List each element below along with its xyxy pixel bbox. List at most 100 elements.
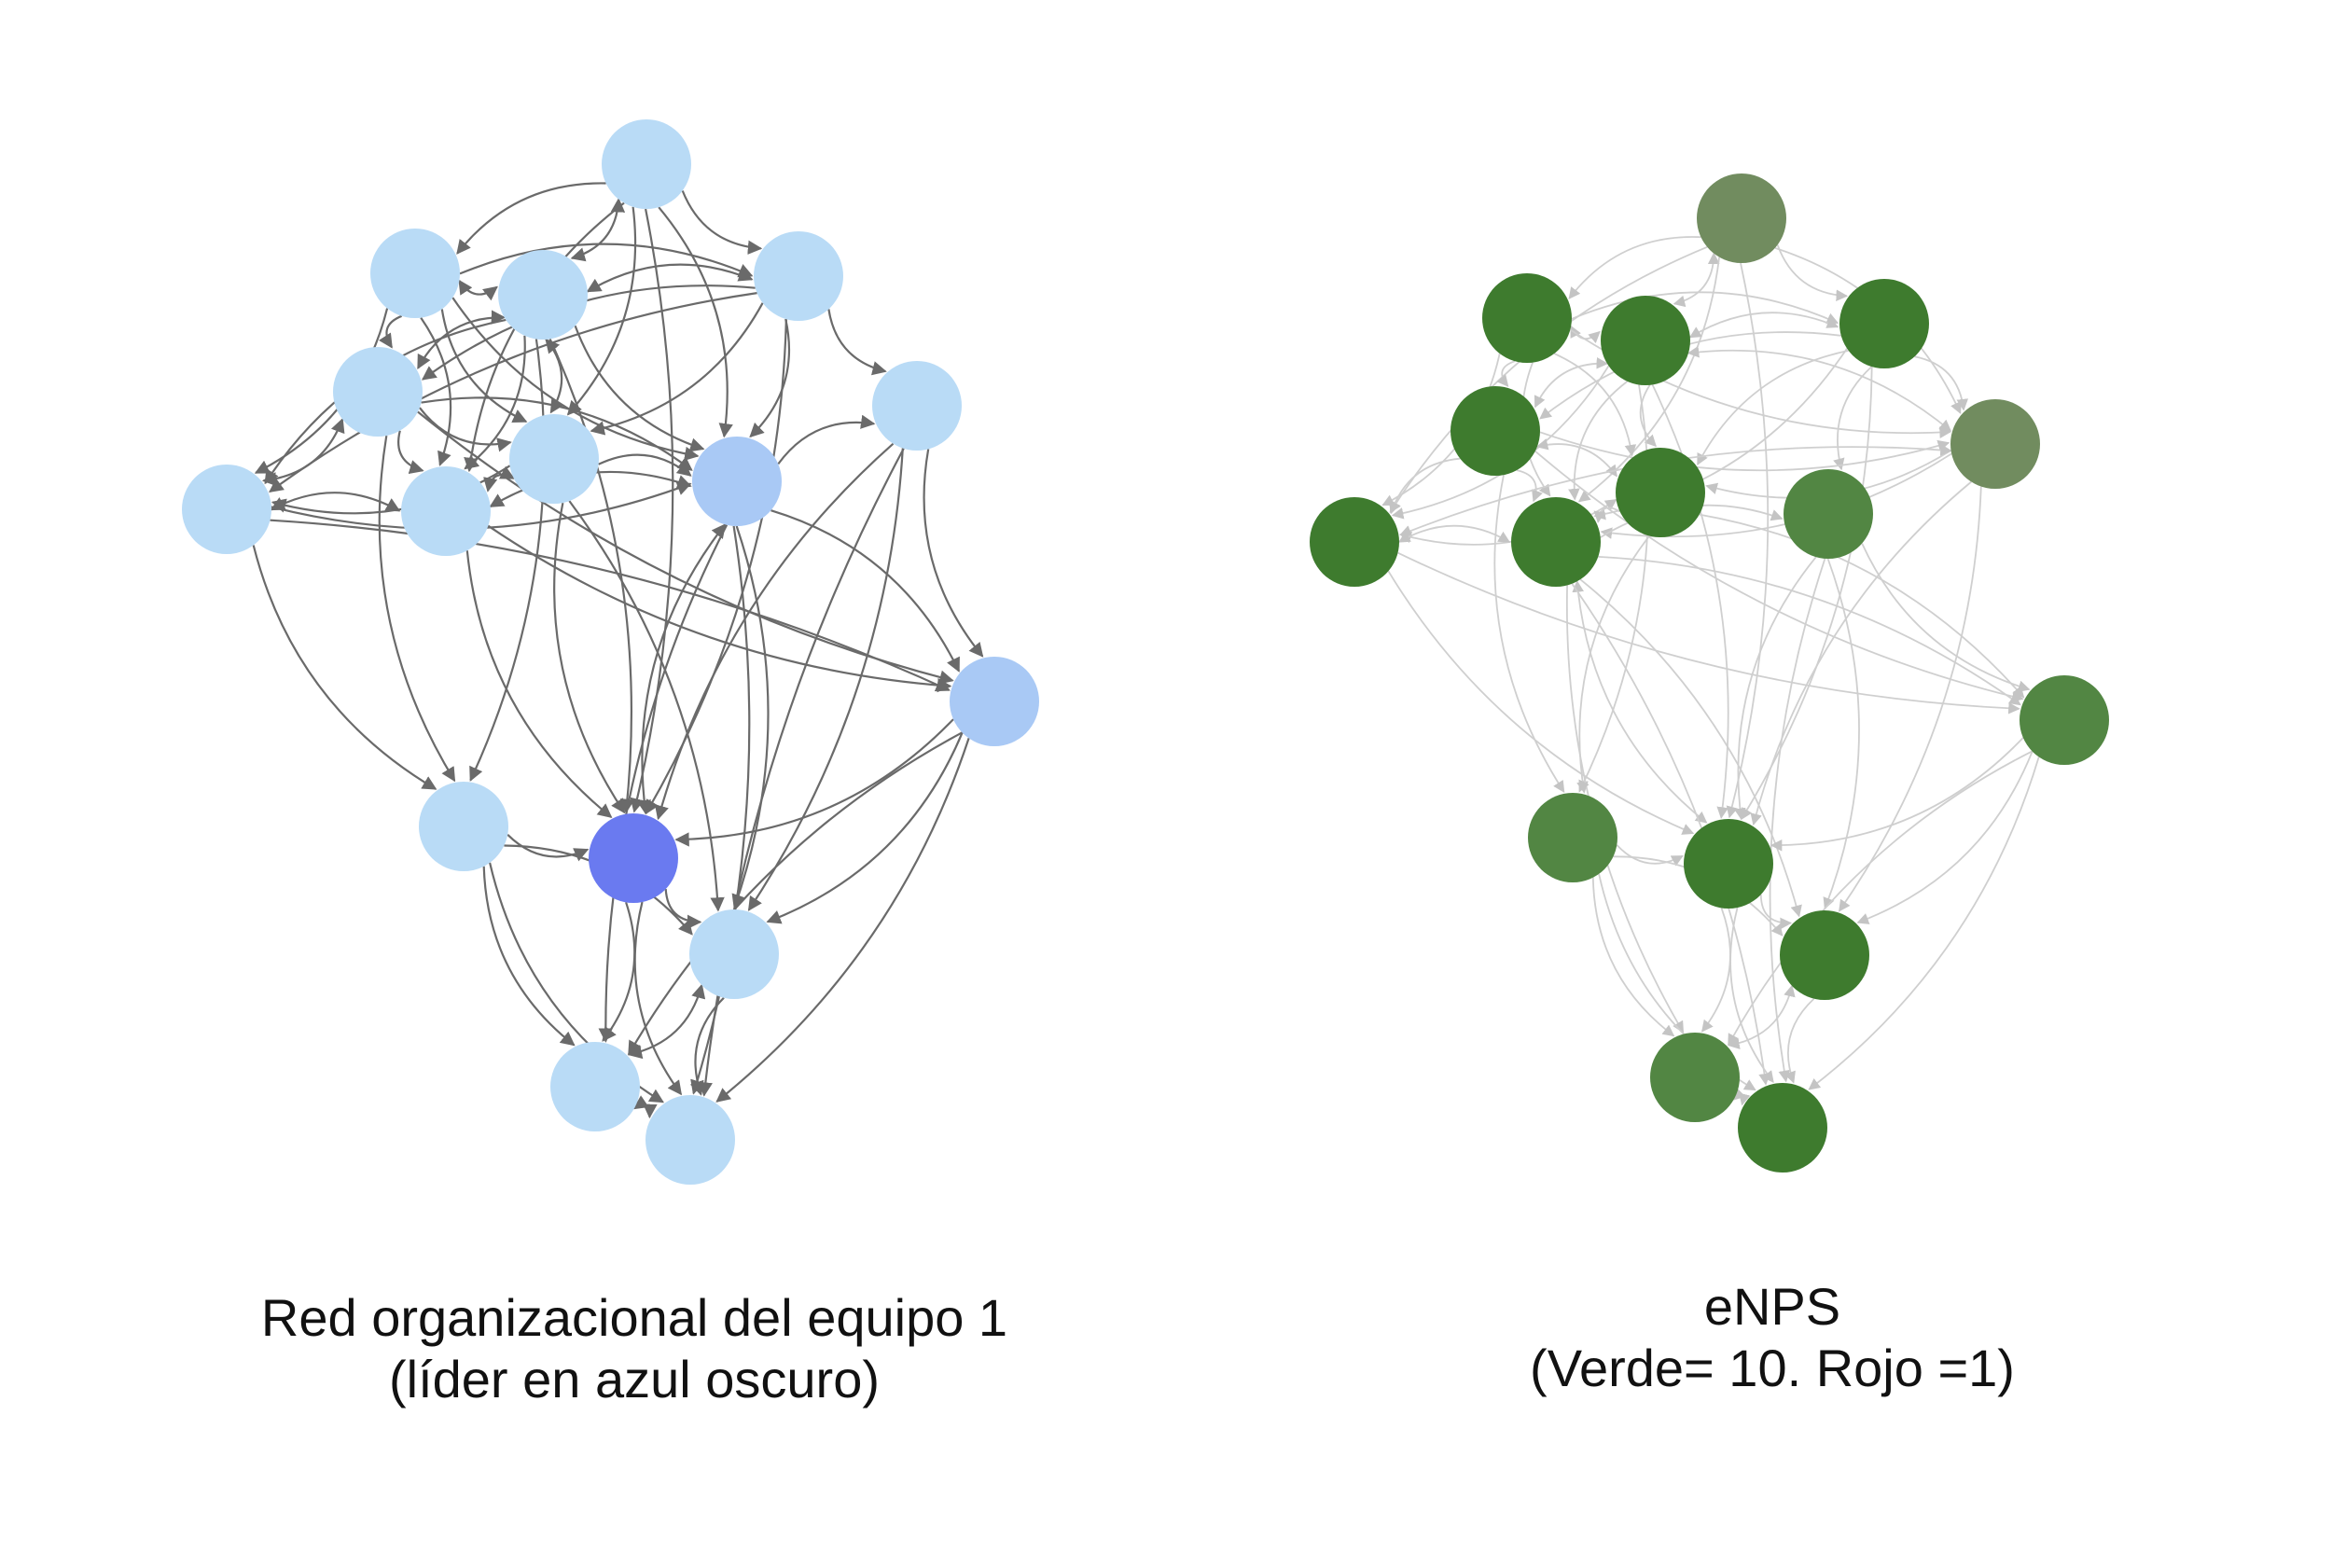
enps-network-edge-2-4 xyxy=(1571,291,1839,325)
team-network-caption-note: (líder en azul oscuro) xyxy=(388,1350,880,1408)
team-network-edge-4-6 xyxy=(590,302,764,436)
team-network-edge-12-13 xyxy=(507,834,590,862)
team-network-node-n12 xyxy=(419,782,508,871)
enps-network-edge-3-4 xyxy=(1688,312,1839,339)
team-network-edge-5-11 xyxy=(417,410,954,685)
enps-network-edge-5-9 xyxy=(1516,469,1543,503)
enps-network-edge-10-16 xyxy=(1769,558,1826,1083)
team-network-edge-3-6 xyxy=(545,338,564,414)
enps-network-node-g16 xyxy=(1738,1083,1827,1173)
team-network-edge-6-14 xyxy=(568,500,725,912)
team-network-edge-12-15 xyxy=(482,866,576,1047)
enps-network-node-g11 xyxy=(2020,675,2109,765)
team-network-edges xyxy=(252,182,984,1119)
team-network-edge-10-16 xyxy=(698,448,905,1097)
enps-network-node-g6 xyxy=(1950,399,2040,489)
team-network-node-n5 xyxy=(333,347,423,437)
enps-network-edge-2-5 xyxy=(1496,360,1516,387)
team-network-edge-13-14 xyxy=(664,889,702,930)
enps-network-node-g4 xyxy=(1839,279,1929,368)
enps-network-node-g8 xyxy=(1310,497,1399,587)
team-network-node-n7 xyxy=(182,465,271,554)
enps-network-edge-4-6 xyxy=(1914,355,1969,411)
team-network-node-n10 xyxy=(872,361,962,451)
enps-network-edge-5-11 xyxy=(1534,451,2024,702)
enps-network-edge-1-2 xyxy=(1568,236,1701,299)
team-network-edge-6-9 xyxy=(598,453,692,477)
team-network-nodes xyxy=(182,119,1039,1185)
team-network-edge-9-14 xyxy=(731,525,770,909)
team-network-edge-10-14 xyxy=(747,448,904,911)
team-network-edge-3-4 xyxy=(586,263,754,293)
enps-network-edge-13-16 xyxy=(1729,907,1774,1084)
team-network-node-n15 xyxy=(550,1042,640,1131)
team-network-edge-2-8 xyxy=(420,316,452,466)
enps-network-edges xyxy=(1381,236,2040,1106)
team-network-edge-5-6 xyxy=(419,407,512,452)
enps-network-edge-6-13 xyxy=(1750,480,1972,826)
team-network-edge-5-8 xyxy=(397,430,424,474)
enps-network-node-g1 xyxy=(1697,173,1786,263)
team-network-graph xyxy=(182,119,1039,1185)
team-network-edge-1-6 xyxy=(566,206,637,416)
enps-caption-legend: (Verde= 10. Rojo =1) xyxy=(1530,1339,2015,1397)
team-network-edge-11-15 xyxy=(628,731,964,1056)
enps-network-edge-10-11 xyxy=(1861,543,2031,692)
enps-network-edge-13-14 xyxy=(1759,895,1793,930)
enps-caption-title: eNPS xyxy=(1703,1277,1841,1336)
team-network-edge-10-13 xyxy=(654,442,895,821)
enps-network-edge-12-15 xyxy=(1591,877,1675,1037)
enps-network-edge-14-15 xyxy=(1728,984,1796,1049)
enps-network-edge-7-11 xyxy=(1699,513,2025,699)
enps-network-edge-1-13 xyxy=(1726,262,1770,819)
team-network-edge-3-13 xyxy=(548,338,635,814)
team-network-edge-11-13 xyxy=(674,718,954,847)
team-network-node-n6 xyxy=(509,414,599,504)
team-network-edge-13-15 xyxy=(602,901,636,1042)
enps-network-node-g10 xyxy=(1784,469,1873,559)
team-network-edge-11-16 xyxy=(715,738,970,1103)
enps-network-node-g2 xyxy=(1482,273,1572,363)
team-network-node-n4 xyxy=(754,231,843,321)
team-network-edge-1-3 xyxy=(570,198,626,262)
team-network-node-n11 xyxy=(950,657,1039,746)
enps-network-node-g13 xyxy=(1684,819,1773,909)
team-network-edge-7-8 xyxy=(270,492,401,512)
team-network-edge-3-9 xyxy=(574,325,705,452)
enps-network-edge-10-14 xyxy=(1823,558,1860,910)
enps-network-node-g5 xyxy=(1451,386,1540,476)
enps-network-edge-13-15 xyxy=(1701,908,1731,1033)
enps-network-edge-11-13 xyxy=(1770,737,2024,852)
enps-network-edge-8-11 xyxy=(1397,551,2020,715)
team-network-caption-title: Red organizacional del equipo 1 xyxy=(260,1288,1008,1347)
team-network-edge-6-13 xyxy=(553,502,626,814)
team-network-edge-8-11 xyxy=(487,524,952,693)
enps-network-edge-8-9 xyxy=(1397,524,1511,543)
enps-network-edge-11-16 xyxy=(1808,756,2040,1090)
team-network-edge-8-13 xyxy=(465,550,613,818)
enps-network-node-g15 xyxy=(1650,1033,1740,1122)
team-network-edge-2-4 xyxy=(459,243,754,278)
team-network-edge-5-9 xyxy=(421,396,693,471)
team-network-edge-4-10 xyxy=(827,309,887,376)
team-network-edge-9-10 xyxy=(777,414,876,465)
enps-network-edge-9-13 xyxy=(1572,580,1708,824)
team-network-edge-13-16 xyxy=(633,901,683,1096)
team-network-edge-14-16 xyxy=(689,996,725,1096)
enps-network-edge-3-13 xyxy=(1651,384,1729,819)
enps-network-edge-3-6 xyxy=(1687,346,1952,432)
team-network-node-n3 xyxy=(498,250,588,340)
enps-network-edge-7-9 xyxy=(1593,506,1621,523)
enps-network-edge-7-12 xyxy=(1576,534,1650,794)
enps-network-node-g12 xyxy=(1528,793,1617,882)
enps-network-node-g3 xyxy=(1601,296,1690,385)
enps-network-graph xyxy=(1310,173,2109,1173)
team-network-node-n16 xyxy=(645,1095,735,1185)
team-network-edge-1-9 xyxy=(658,206,733,438)
enps-network-node-g9 xyxy=(1511,497,1601,587)
enps-network-edge-9-14 xyxy=(1579,578,1802,918)
enps-network-edge-11-15 xyxy=(1728,750,2033,1047)
team-network-edge-1-4 xyxy=(681,190,763,255)
enps-network-edge-11-14 xyxy=(1856,751,2034,924)
team-network-node-n9 xyxy=(692,437,782,526)
